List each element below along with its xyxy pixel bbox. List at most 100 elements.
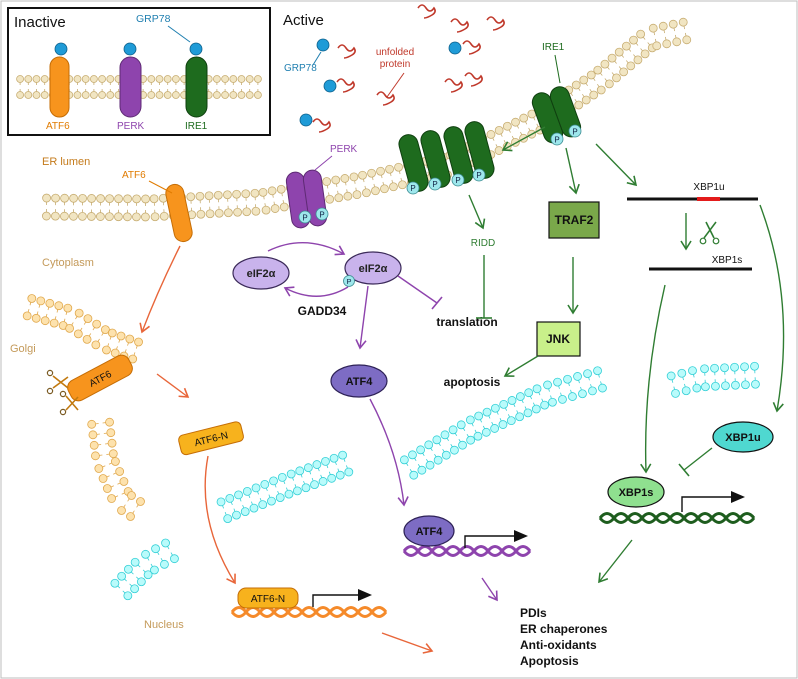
lipid-tail [585, 83, 588, 87]
lipid-head [90, 91, 98, 99]
lipid-head [69, 211, 78, 221]
lipid-head [98, 474, 108, 483]
lipid-head [102, 484, 112, 493]
lipid-tail [508, 129, 511, 133]
lipid-head [633, 55, 643, 65]
lipid-head [101, 325, 110, 335]
lipid-head [286, 469, 296, 479]
lipid-head [40, 75, 49, 83]
ire1-oligomer-phospho-1 [406, 181, 420, 195]
lipid-head [596, 85, 606, 95]
lipid-head [604, 79, 614, 89]
lipid-tail [328, 192, 330, 196]
lipid-head [523, 408, 533, 418]
lipid-head [32, 75, 41, 83]
lipid-tail [147, 557, 150, 561]
lipid-tail [346, 465, 348, 469]
lipid-head [250, 188, 260, 198]
perk-p-1: P [302, 214, 307, 223]
lipid-tail [570, 389, 572, 393]
lipid-head [275, 493, 285, 503]
lipid-tail [538, 392, 541, 396]
lipid-head [141, 549, 150, 559]
atf4-nuclear-node [403, 515, 455, 547]
grp78-chaperone-4 [299, 113, 313, 127]
lipid-tail [427, 171, 429, 175]
lipid-head [640, 49, 650, 59]
inhibit-translation-eif2a [397, 275, 438, 304]
ire1-oligomer-monomer-1 [398, 134, 429, 192]
lipid-tail [406, 463, 409, 467]
lipid-tail [568, 382, 570, 387]
unfolded-protein-6 [444, 78, 463, 93]
lipid-head [136, 577, 146, 587]
lipid-head [531, 404, 541, 414]
lipid-head [105, 212, 114, 222]
lipid-tail [521, 400, 524, 404]
inset-grp78-label: GRP78 [136, 13, 171, 25]
lipid-head [130, 584, 140, 594]
lipid-tail [505, 407, 508, 411]
atf6-er: ATF6 [122, 170, 193, 243]
atf6-target-dna-strand-b [230, 609, 388, 618]
lipid-tail [536, 123, 539, 127]
inset-ire1-label: IRE1 [185, 121, 208, 132]
lipid-head [433, 455, 443, 465]
lipid-head [105, 417, 114, 427]
unfolded-protein-7 [464, 72, 483, 87]
lipid-tail [54, 316, 57, 320]
lipid-tail [355, 187, 357, 191]
lipid-tail [422, 453, 425, 457]
unfolded-protein-1 [417, 4, 436, 19]
atf6-er-pointer [148, 180, 173, 194]
lipid-head [292, 486, 302, 496]
lipid-head [586, 70, 596, 80]
lipid-tail [282, 200, 284, 204]
xbp1s-gene-label: XBP1s [712, 255, 743, 266]
lipid-tail [528, 127, 531, 131]
lipid-tail [116, 346, 118, 350]
lipid-tail [450, 443, 453, 447]
arrow-ire1-to-oligomer [501, 126, 546, 152]
atf4-label: ATF4 [346, 376, 374, 388]
lipid-head [322, 177, 332, 186]
lipid-tail [671, 379, 674, 383]
output-er-chaperones: ER chaperones [520, 622, 608, 636]
lipid-tail [520, 131, 523, 135]
lipid-head [700, 364, 709, 374]
lipid-tail [621, 54, 625, 58]
inset-perk-label: PERK [117, 121, 145, 132]
lipid-head [116, 331, 126, 341]
lipid-head [474, 411, 484, 421]
lipid-tail [121, 492, 125, 495]
lipid-head [232, 189, 241, 199]
lipid-head [242, 207, 252, 217]
lipid-tail [133, 352, 136, 356]
arrow-to-atf6n [156, 373, 190, 398]
lipid-head [672, 37, 682, 47]
lipid-tail [129, 583, 133, 587]
lipid-tail [400, 177, 402, 181]
lipid-head [130, 557, 140, 567]
ire1-upper: P P IRE1 [531, 42, 582, 146]
golgi-label: Golgi [10, 343, 36, 355]
lipid-head [73, 91, 82, 99]
perk-phospho-2 [315, 207, 329, 221]
lipid-tail [108, 462, 112, 465]
lipid-head [416, 445, 425, 455]
eif2a-p-label: eIF2α [359, 263, 388, 275]
lipid-head [60, 211, 69, 221]
ire1-oligomer-monomer-3 [443, 126, 474, 184]
lipid-tail [442, 448, 445, 452]
lipid-head [629, 35, 638, 45]
lipid-head [245, 91, 254, 99]
lipid-tail [328, 471, 331, 475]
lipid-head [141, 194, 150, 204]
lipid-tail [117, 585, 121, 589]
lipid-tail [426, 165, 428, 169]
lipid-head [51, 211, 60, 221]
lipid-tail [27, 309, 30, 313]
lipid-head [598, 383, 607, 393]
lipid-head [195, 191, 205, 201]
lipid-head [16, 91, 25, 99]
